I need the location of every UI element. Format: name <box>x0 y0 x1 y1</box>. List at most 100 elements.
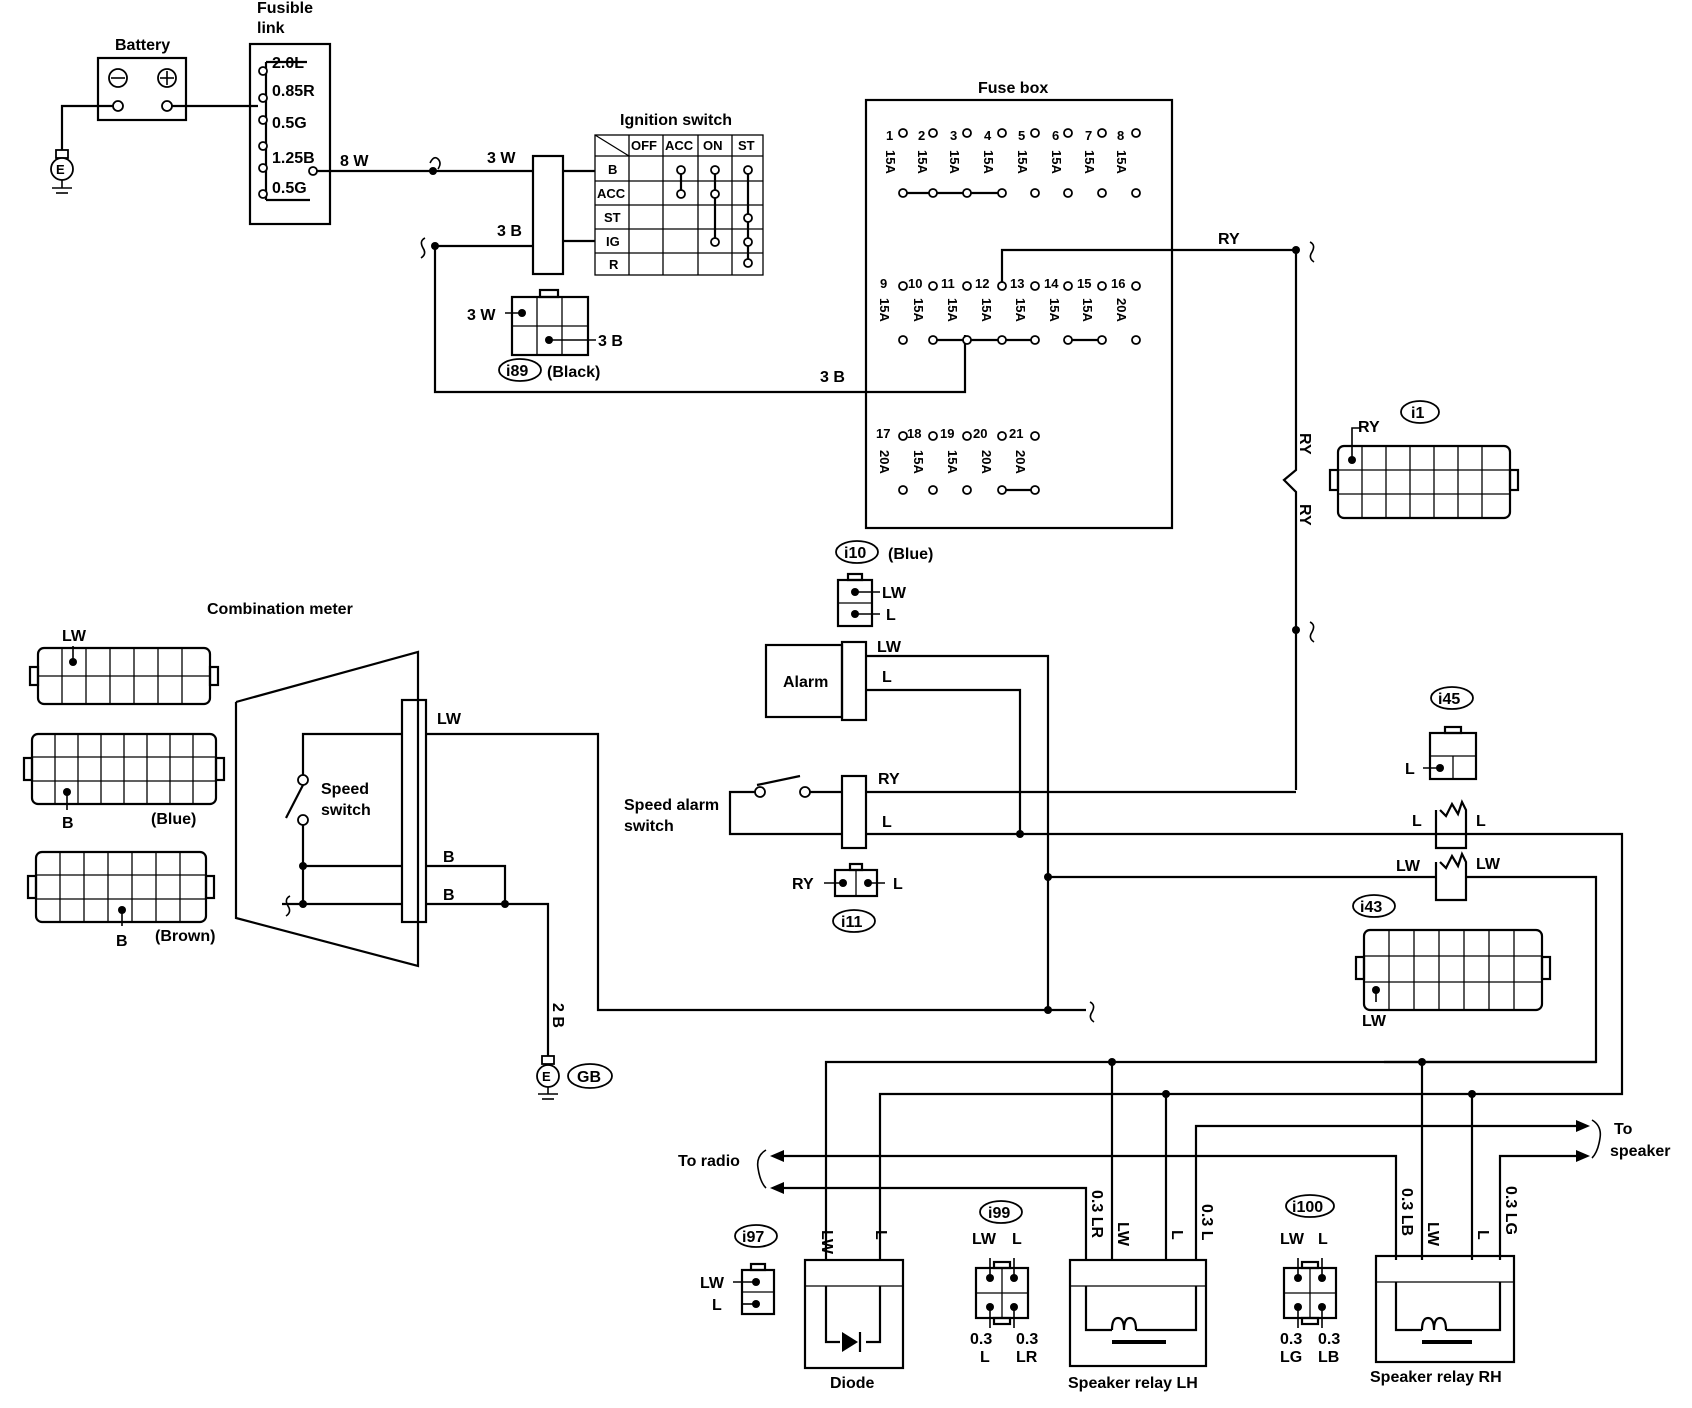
ign-col-on: ON <box>703 138 723 153</box>
speaker-relay-lh: 0.3 LR LW L 0.3 L Speaker relay LH <box>1068 1190 1215 1392</box>
wire-ry-top: RY <box>1218 231 1240 248</box>
connector-i11: RY L i11 <box>792 862 903 933</box>
fuse-rating-8: 15A <box>1114 150 1129 174</box>
fuse-terminal <box>962 128 972 138</box>
i99-s03a: 0.3 <box>970 1331 992 1348</box>
fuse-terminal <box>1131 281 1141 291</box>
wire-3w: 3 W <box>487 150 516 167</box>
fuse-rating-17: 20A <box>877 450 892 474</box>
fusible-value-2: 0.85R <box>272 83 315 100</box>
fuse-rating-18: 15A <box>911 450 926 474</box>
fuse-num-12: 12 <box>975 276 989 291</box>
fuse-rating-1: 15A <box>883 150 898 174</box>
alarm-l: L <box>882 669 892 686</box>
wire-ry-v2: RY <box>1296 504 1313 526</box>
meter-b1: B <box>443 849 455 866</box>
fuse-terminal <box>997 335 1007 345</box>
fuse-terminal <box>962 431 972 441</box>
speaker-relay-rh-label: Speaker relay RH <box>1370 1369 1502 1386</box>
i100-s03d: 0.3 <box>1318 1331 1340 1348</box>
battery-label: Battery <box>115 37 170 54</box>
to-speaker-label-2: speaker <box>1610 1143 1671 1160</box>
i99-label: i99 <box>988 1205 1010 1222</box>
fuse-rating-15: 15A <box>1080 298 1095 322</box>
fuse-num-16: 16 <box>1111 276 1125 291</box>
i10-l: L <box>886 607 896 624</box>
fuse-terminal <box>928 281 938 291</box>
i11-ry: RY <box>792 876 814 893</box>
fuse-terminal <box>1030 128 1040 138</box>
fuse-terminal <box>997 485 1007 495</box>
fuse-rating-13: 15A <box>1013 298 1028 322</box>
fuse-terminal <box>898 335 908 345</box>
meter-connector-2: B (Blue) <box>22 732 226 832</box>
fusible-value-4: 1.25B <box>272 150 315 167</box>
fuse-rating-12: 15A <box>979 298 994 322</box>
i10-note: (Blue) <box>888 546 933 563</box>
fuse-num-20: 20 <box>973 426 987 441</box>
fuse-rating-14: 15A <box>1047 298 1062 322</box>
relay-rh-03lb: 0.3 LB <box>1398 1188 1415 1236</box>
wire-3b-lower: 3 B <box>820 369 845 386</box>
splice-lw: LW LW <box>1396 851 1501 902</box>
fuse-rating-11: 15A <box>945 298 960 322</box>
i99-s03b: 0.3 <box>1016 1331 1038 1348</box>
fuse-terminal <box>997 128 1007 138</box>
meter-conn3-note: (Brown) <box>155 928 215 945</box>
to-radio-label: To radio <box>678 1153 740 1170</box>
earth-label: E <box>56 162 65 177</box>
wire-8w: 8 W <box>340 153 369 170</box>
fuse-terminal <box>962 335 972 345</box>
fusible-value-5: 0.5G <box>272 180 307 197</box>
fuse-terminal <box>1063 281 1073 291</box>
fuse-terminal <box>1030 335 1040 345</box>
fuse-terminal <box>898 431 908 441</box>
fuse-num-14: 14 <box>1044 276 1059 291</box>
fusible-link: Fusible link 2.0L 0.85R 0.5G 1.25B 0.5G <box>248 0 332 226</box>
speed-alarm-switch-label-2: switch <box>624 818 674 835</box>
splice-lw-left: LW <box>1396 858 1421 875</box>
meter-connector-1: LW <box>28 628 220 706</box>
i43-lw: LW <box>1362 1013 1387 1030</box>
speaker-relay-lh-label: Speaker relay LH <box>1068 1375 1198 1392</box>
i45-l: L <box>1405 761 1415 778</box>
i89-label: i89 <box>506 363 528 380</box>
fuse-terminal <box>962 281 972 291</box>
fuse-terminal <box>928 335 938 345</box>
fuse-num-3: 3 <box>950 128 957 143</box>
fuse-terminal <box>1030 485 1040 495</box>
fuse-num-21: 21 <box>1009 426 1023 441</box>
i11-label: i11 <box>841 914 862 931</box>
speaker-relay-rh: 0.3 LB LW L 0.3 LG Speaker relay RH <box>1370 1186 1519 1386</box>
fuse-rating-10: 15A <box>911 298 926 322</box>
fuse-terminal <box>962 188 972 198</box>
fuse-num-1: 1 <box>886 128 893 143</box>
fuse-terminal <box>898 485 908 495</box>
ground-gb: E GB <box>536 1055 613 1100</box>
fusible-link-label-2: link <box>257 20 285 37</box>
relay-rh-l: L <box>1474 1230 1491 1240</box>
fuse-box-label: Fuse box <box>978 80 1048 97</box>
fuse-num-15: 15 <box>1077 276 1091 291</box>
i89-note: (Black) <box>547 364 600 381</box>
fuse-num-18: 18 <box>907 426 921 441</box>
ign-row-acc: ACC <box>597 186 626 201</box>
fuse-rating-7: 15A <box>1082 150 1097 174</box>
fuse-terminal <box>898 128 908 138</box>
fuse-terminal <box>1063 188 1073 198</box>
relay-lh-l: L <box>1168 1230 1185 1240</box>
connector-i43: i43 LW <box>1352 894 1552 1030</box>
diode: LW L Diode <box>803 1230 905 1392</box>
fuse-row-3: 17 18 19 20 21 20A 15A 15A 20A 20A <box>876 426 1035 492</box>
fuse-rating-2: 15A <box>915 150 930 174</box>
i10-lw: LW <box>882 585 907 602</box>
meter-b2: B <box>443 887 455 904</box>
relay-rh-lw: LW <box>1424 1222 1441 1247</box>
fuse-num-8: 8 <box>1117 128 1124 143</box>
fuse-rating-21: 20A <box>1013 450 1028 474</box>
fuse-terminal <box>997 188 1007 198</box>
speed-switch: Speed switch <box>285 732 402 868</box>
fusible-value-3: 0.5G <box>272 115 307 132</box>
gb-earth-label: E <box>542 1069 551 1084</box>
